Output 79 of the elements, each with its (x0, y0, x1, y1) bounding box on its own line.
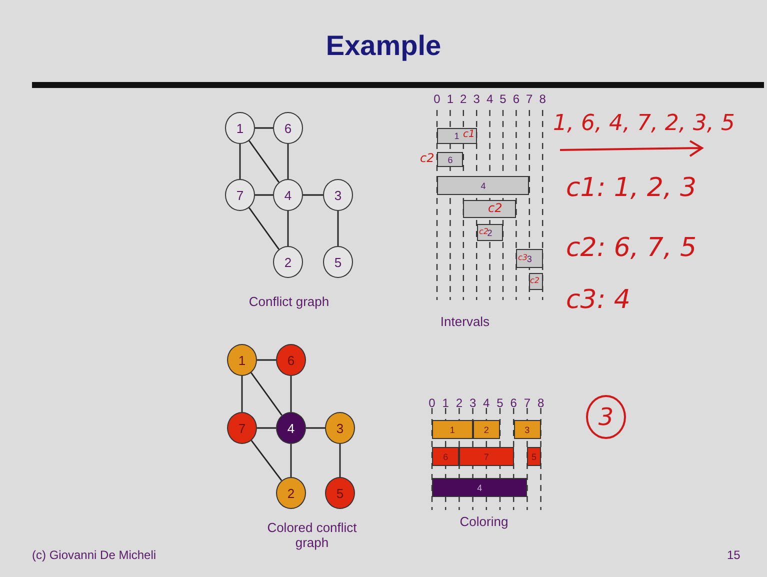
graph-edge (303, 194, 323, 196)
interval-bar: 4 (432, 478, 528, 497)
graph-edge (250, 372, 282, 416)
axis-tick-label: 4 (486, 92, 494, 106)
handwritten-note: c2 (420, 151, 434, 165)
axis-tick-label: 2 (456, 396, 463, 410)
axis-tick-label: 8 (539, 92, 546, 106)
interval-bar (529, 273, 543, 290)
graph-edge (248, 207, 280, 250)
axis-tick-label: 3 (473, 92, 480, 106)
circled-number: 3 (586, 395, 626, 439)
graph-vertex: 5 (323, 246, 353, 278)
axis-tick-label: 1 (446, 92, 454, 106)
axis-tick-label: 5 (500, 92, 506, 106)
axis-tick-label: 0 (428, 396, 436, 410)
graph-vertex: 2 (276, 477, 306, 509)
axis-tick-label: 1 (442, 396, 449, 410)
handwritten-note: c2 (530, 276, 540, 285)
handwritten-note: c3: 4 (566, 285, 630, 315)
interval-bar: 6 (432, 447, 460, 466)
graph-edge (339, 444, 341, 477)
graph-edge (287, 211, 289, 246)
handwritten-note: c2: 6, 7, 5 (566, 233, 697, 263)
figure-caption: Intervals (440, 314, 490, 328)
graph-edge (248, 140, 280, 183)
graph-edge (290, 444, 292, 477)
graph-vertex: 3 (325, 412, 355, 444)
axis-tick-label: 7 (524, 396, 531, 410)
graph-vertex: 4 (276, 412, 306, 444)
graph-edge (337, 211, 339, 246)
handwritten-note: c1 (463, 129, 475, 140)
graph-vertex: 7 (225, 179, 255, 211)
axis-tick-label: 4 (483, 396, 490, 410)
graph-edge (241, 376, 243, 412)
graph-vertex: 6 (273, 112, 303, 144)
graph-vertex: 2 (273, 246, 303, 278)
interval-bar: 5 (527, 447, 541, 466)
graph-edge (255, 127, 273, 129)
slide-title: Example (324, 30, 442, 62)
interval-bar: 7 (459, 447, 514, 466)
axis-tick-label: 8 (537, 396, 544, 410)
interval-bar: 6 (437, 152, 464, 167)
interval-bar: 4 (437, 176, 530, 195)
footer-credit: (c) Giovanni De Micheli (32, 548, 156, 562)
graph-edge (250, 440, 282, 481)
figure-caption: Colored conflict graph (267, 520, 357, 550)
figure-caption: Coloring (460, 514, 508, 528)
graph-vertex: 3 (323, 179, 353, 211)
graph-vertex: 7 (227, 412, 257, 444)
graph-vertex: 1 (225, 112, 255, 144)
interval-bar (463, 200, 516, 218)
handwritten-note: c1: 1, 2, 3 (566, 173, 697, 203)
graph-vertex: 6 (276, 344, 306, 376)
page-number: 15 (727, 548, 740, 562)
handwritten-note: c3 (518, 253, 528, 262)
graph-edge (257, 427, 276, 429)
handwritten-note: c2 (488, 201, 502, 215)
axis-tick-label: 7 (526, 92, 533, 106)
graph-vertex: 4 (273, 179, 303, 211)
graph-vertex: 5 (325, 477, 355, 509)
graph-edge (257, 359, 276, 361)
axis-tick-label: 6 (510, 396, 517, 410)
graph-edge (255, 194, 273, 196)
graph-edge (306, 427, 325, 429)
interval-bar: 3 (514, 420, 541, 439)
axis-tick-label: 3 (469, 396, 476, 410)
handwritten-note: c2 (479, 227, 488, 236)
graph-edge (287, 144, 289, 179)
graph-edge (290, 376, 292, 412)
handwritten-note: 1, 6, 4, 7, 2, 3, 5 (553, 111, 735, 136)
interval-bar: 1 (432, 420, 473, 439)
axis-tick-label: 2 (460, 92, 467, 106)
graph-vertex: 1 (227, 344, 257, 376)
interval-bar: 2 (472, 420, 500, 439)
axis-tick-label: 0 (434, 92, 440, 106)
graph-edge (239, 144, 241, 179)
figure-caption: Conflict graph (248, 294, 330, 308)
axis-tick-label: 6 (512, 92, 520, 106)
axis-tick-label: 5 (496, 396, 504, 410)
